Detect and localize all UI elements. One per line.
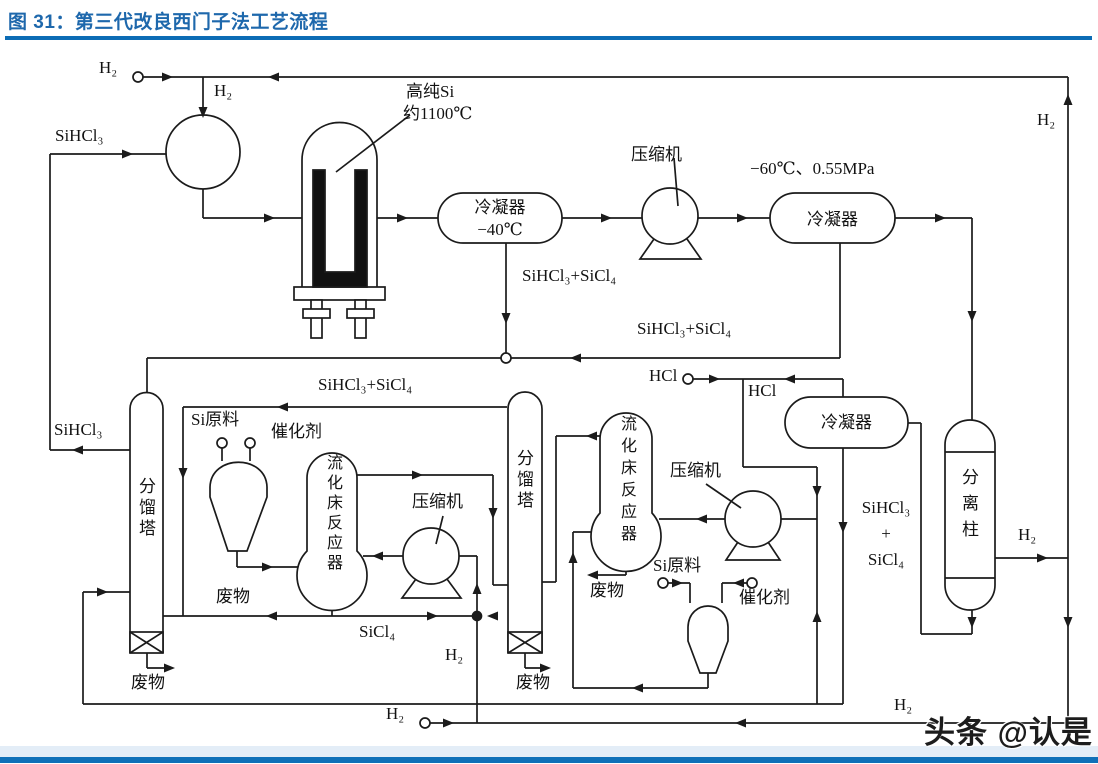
sicl4-line-label: SiCl₄ <box>359 622 396 641</box>
title-underline-rule <box>5 36 1092 40</box>
hcl-condenser-label: 冷凝器 <box>821 413 872 432</box>
waste-tower2-label: 废物 <box>516 673 550 692</box>
si-feed-1-label: Si原料 <box>191 410 240 429</box>
catalyst-1-label: 催化剂 <box>271 422 322 441</box>
si-feed-2-label: Si原料 <box>653 556 702 575</box>
compressor-2-symbol <box>705 483 782 561</box>
waste-fbr2-label: 废物 <box>590 581 624 600</box>
mix-below-cond40-label: SiHCl₃+SiCl₄ <box>522 266 617 285</box>
compressor-top-label: 压缩机 <box>631 145 682 164</box>
hcl-branch-label: HCl <box>748 381 777 400</box>
fbr2-label: 流化床反应器 <box>618 415 635 547</box>
h2-column-out-label: H₂ <box>1018 525 1037 544</box>
cvd-bell-reactor <box>293 114 411 339</box>
h2-port-bottom-label: H₂ <box>386 704 405 723</box>
si-feed-port-1 <box>216 437 228 449</box>
pipe-junction-circle <box>500 352 512 364</box>
fbr1-label: 流化床反应器 <box>324 454 341 574</box>
h2-bottom-right-label: H₂ <box>894 695 913 714</box>
fractionation-tower-2-body <box>507 391 543 654</box>
catalyst-port-2 <box>746 577 758 589</box>
cvd-silicon-label: 高纯Si <box>406 82 455 101</box>
separation-column-body <box>944 419 996 611</box>
mixer-circle <box>165 114 241 190</box>
h2-to-compressor1-label: H₂ <box>445 645 464 664</box>
fluidized-bed-reactor-2-body <box>590 412 662 573</box>
catalyst-port-1 <box>244 437 256 449</box>
h2-inlet-port <box>132 71 144 83</box>
separation-column-label: 分离柱 <box>959 468 978 546</box>
h2-to-mixer-label: H₂ <box>214 81 233 100</box>
cvd-temp-label: 约1100℃ <box>403 104 473 123</box>
si-feed-port-2 <box>657 577 669 589</box>
sihcl3-recycle-label: SiHCl₃ <box>54 420 103 439</box>
waste-mid-label: 废物 <box>216 587 250 606</box>
silicon-rod-u <box>312 169 368 288</box>
watermark-toutiao: 头条 @认是 <box>924 715 1093 750</box>
cvd-label-pointer <box>335 114 411 173</box>
condenser-minus60-condition: −60℃、0.55MPa <box>750 159 875 178</box>
h2-top-right-label: H₂ <box>1037 110 1056 129</box>
hopper-2-body <box>687 605 729 674</box>
compressor2-label: 压缩机 <box>670 461 721 480</box>
compressor1-label: 压缩机 <box>412 492 463 511</box>
tower2-label: 分馏塔 <box>514 449 533 512</box>
hopper-1-body <box>209 448 268 552</box>
h2-inlet-port-bottom <box>419 717 431 729</box>
sihcl3-sicl4-stack-label: SiHCl₃ + SiCl₄ <box>861 498 911 569</box>
condenser-minus60-label: 冷凝器 <box>807 210 858 229</box>
waste-tower1-label: 废物 <box>131 673 165 692</box>
condenser-minus40-label: 冷凝器 −40℃ <box>474 198 526 239</box>
bottom-light-band <box>0 746 1098 758</box>
figure-title: 图 31：第三代改良西门子法工艺流程 <box>8 12 329 33</box>
bottom-blue-rule <box>0 757 1098 763</box>
mix-to-tower1-label: SiHCl₃+SiCl₄ <box>318 375 413 394</box>
hcl-port-label: HCl <box>649 366 678 385</box>
catalyst-2-label: 催化剂 <box>739 588 790 607</box>
hcl-inlet-port <box>682 373 694 385</box>
pipe-junction-dot <box>471 610 483 622</box>
h2-feed-top-label: H₂ <box>99 58 118 77</box>
mix-return-line-label: SiHCl₃+SiCl₄ <box>637 319 732 338</box>
fractionation-tower-1-body <box>129 391 164 654</box>
sihcl3-feed-label: SiHCl₃ <box>55 126 104 145</box>
fluidized-bed-reactor-1-body <box>296 452 368 612</box>
compressor-top-symbol <box>638 157 703 260</box>
flow-arrows <box>72 72 1073 728</box>
tower1-label: 分馏塔 <box>136 477 155 540</box>
compressor-1-symbol <box>400 515 463 599</box>
